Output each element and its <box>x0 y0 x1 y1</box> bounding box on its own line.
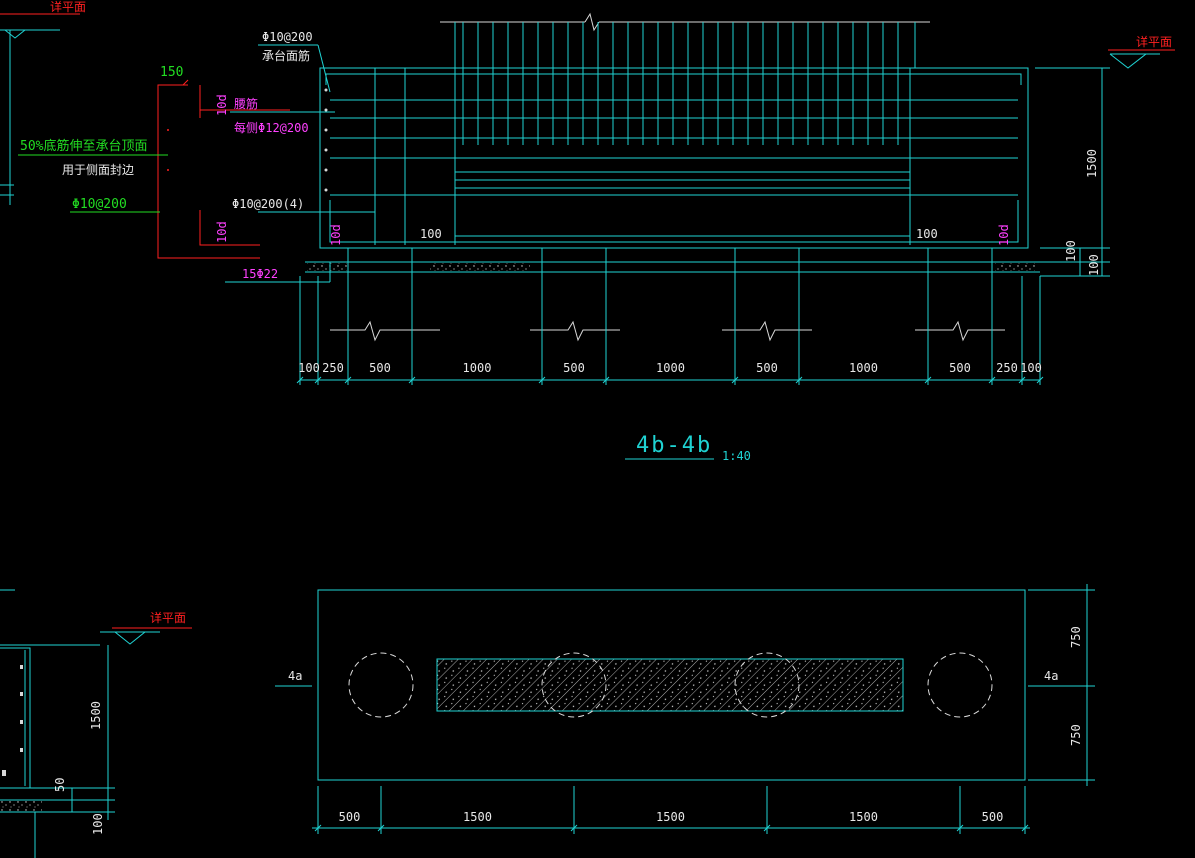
plan-pile-2 <box>541 652 607 718</box>
hook-left-bottom: 10d <box>215 221 229 243</box>
left-height-dim: 1500 <box>89 701 103 730</box>
detail-dim-150: 150 <box>160 65 183 80</box>
section-scale: 1:40 <box>722 449 751 463</box>
plan-pile-4 <box>927 652 993 718</box>
section-bottom-dim: 500 <box>949 361 971 375</box>
plan-bottom-dim: 500 <box>982 810 1004 824</box>
section-bottom-dim: 500 <box>369 361 391 375</box>
left-dim-50: 50 <box>53 778 67 792</box>
detail-note-line1: 50%底筋伸至承台顶面 <box>20 138 147 154</box>
anchor-left: 10d <box>329 224 343 246</box>
section-bottom-dim: 1000 <box>849 361 878 375</box>
plan-bottom-dims: 500 1500 1500 1500 500 <box>312 786 1030 834</box>
pad-dim-upper: 100 <box>1064 240 1078 262</box>
column-stub <box>320 12 1028 145</box>
top-rebar-label: Φ10@200 <box>262 30 313 44</box>
detail-note-line2: 用于侧面封边 <box>62 163 134 177</box>
section-title: 4b-4b <box>636 433 712 458</box>
ground-level-symbol-right <box>1108 49 1175 69</box>
right-vertical-dims <box>1035 67 1110 277</box>
bottom-rebar-label: 15Φ22 <box>242 267 278 281</box>
section-bottom-dim: 250 <box>322 361 344 375</box>
plan-column-hatch <box>436 658 904 712</box>
section-4b-4b: Φ10@200 承台面筋 腰筋 每侧Φ12@200 Φ10@200(4) 15Φ… <box>225 12 1175 463</box>
hook-left-top: 10d <box>215 94 229 116</box>
plan-dim-750-lower: 750 <box>1069 724 1083 746</box>
ground-level-label-bottomleft: 详平面 <box>150 610 186 625</box>
detail-rebar-label: Φ10@200 <box>72 197 127 212</box>
top-left-fragment <box>0 13 80 205</box>
section-bottom-dim: 1000 <box>463 361 492 375</box>
plan-bottom-dim: 1500 <box>849 810 878 824</box>
left-dim-100: 100 <box>91 813 105 835</box>
pad-dim-lower: 100 <box>1087 254 1101 276</box>
section-bottom-dim: 100 <box>298 361 320 375</box>
section-bottom-dim: 500 <box>756 361 778 375</box>
section-bottom-dim: 100 <box>1020 361 1042 375</box>
section-bottom-dim: 1000 <box>656 361 685 375</box>
plan-bottom-dim: 1500 <box>463 810 492 824</box>
plan-cap-outline <box>317 589 1026 781</box>
anchor-right: 10d <box>997 224 1011 246</box>
ground-level-label-topleft: 详平面 <box>50 0 86 14</box>
stirrup-label: Φ10@200(4) <box>232 197 304 211</box>
plan-bottom-dim: 1500 <box>656 810 685 824</box>
side-rebar-spec: 每侧Φ12@200 <box>234 120 309 135</box>
plan-right-dims <box>1028 584 1095 786</box>
plan-cut-right: 4a <box>1044 669 1058 683</box>
side-detail <box>18 79 290 259</box>
plan-pile-1 <box>348 652 414 718</box>
section-bottom-dim: 250 <box>996 361 1018 375</box>
height-dim: 1500 <box>1085 149 1099 178</box>
section-leaders <box>225 44 375 283</box>
plan-view: 500 1500 1500 1500 500 <box>275 584 1095 834</box>
top-rebar-note: 承台面筋 <box>262 48 310 63</box>
plan-pile-3 <box>734 652 800 718</box>
rebar-cage <box>324 68 1022 245</box>
cushion-layer <box>305 261 1040 273</box>
plan-cut-left: 4a <box>288 669 302 683</box>
pile-cap-outline <box>319 67 1029 249</box>
plan-dim-750-upper: 750 <box>1069 626 1083 648</box>
bottom-left-fragment <box>0 589 192 858</box>
column-rebars <box>462 22 899 145</box>
plan-bottom-dim: 500 <box>339 810 361 824</box>
cover-right: 100 <box>916 227 938 241</box>
side-rebar-label: 腰筋 <box>234 96 258 111</box>
section-bottom-dim: 500 <box>563 361 585 375</box>
cover-left: 100 <box>420 227 442 241</box>
ground-level-label-right: 详平面 <box>1136 34 1172 49</box>
